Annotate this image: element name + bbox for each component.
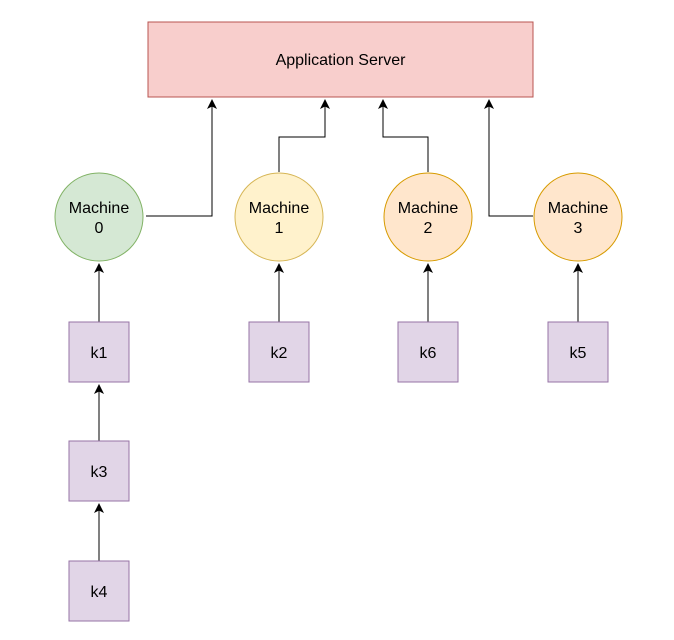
application-server-label: Application Server xyxy=(276,52,407,69)
machine-3-node: Machine 3 xyxy=(533,172,623,262)
machine-3-number: 3 xyxy=(574,220,583,237)
key-k1-node: k1 xyxy=(68,321,130,383)
application-server-node: Application Server xyxy=(147,21,534,98)
key-k5-label: k5 xyxy=(570,345,587,362)
key-k6-label: k6 xyxy=(420,345,437,362)
machine-3-label: Machine xyxy=(548,200,609,217)
key-k4-node: k4 xyxy=(68,560,130,622)
key-connectors xyxy=(94,263,583,561)
key-k3-label: k3 xyxy=(91,464,108,481)
key-k2-label: k2 xyxy=(271,345,288,362)
key-k6-node: k6 xyxy=(397,321,459,383)
connector-machine-3-to-server xyxy=(484,99,533,217)
machine-0-number: 0 xyxy=(95,220,104,237)
machine-0-node: Machine 0 xyxy=(54,172,144,262)
connector-machine-1-to-server xyxy=(278,99,330,172)
machine-1-number: 1 xyxy=(275,220,284,237)
machine-2-number: 2 xyxy=(424,220,433,237)
machine-1-label: Machine xyxy=(249,200,310,217)
key-k3-node: k3 xyxy=(68,440,130,502)
machine-to-server-connectors xyxy=(146,99,533,217)
key-k2-node: k2 xyxy=(248,321,310,383)
key-k4-label: k4 xyxy=(91,584,108,601)
connector-machine-2-to-server xyxy=(378,99,429,172)
key-k5-node: k5 xyxy=(547,321,609,383)
machine-2-label: Machine xyxy=(398,200,459,217)
machine-1-node: Machine 1 xyxy=(234,172,324,262)
machine-2-node: Machine 2 xyxy=(383,172,473,262)
key-k1-label: k1 xyxy=(91,345,108,362)
machine-0-label: Machine xyxy=(69,200,130,217)
connector-machine-0-to-server xyxy=(146,99,217,217)
